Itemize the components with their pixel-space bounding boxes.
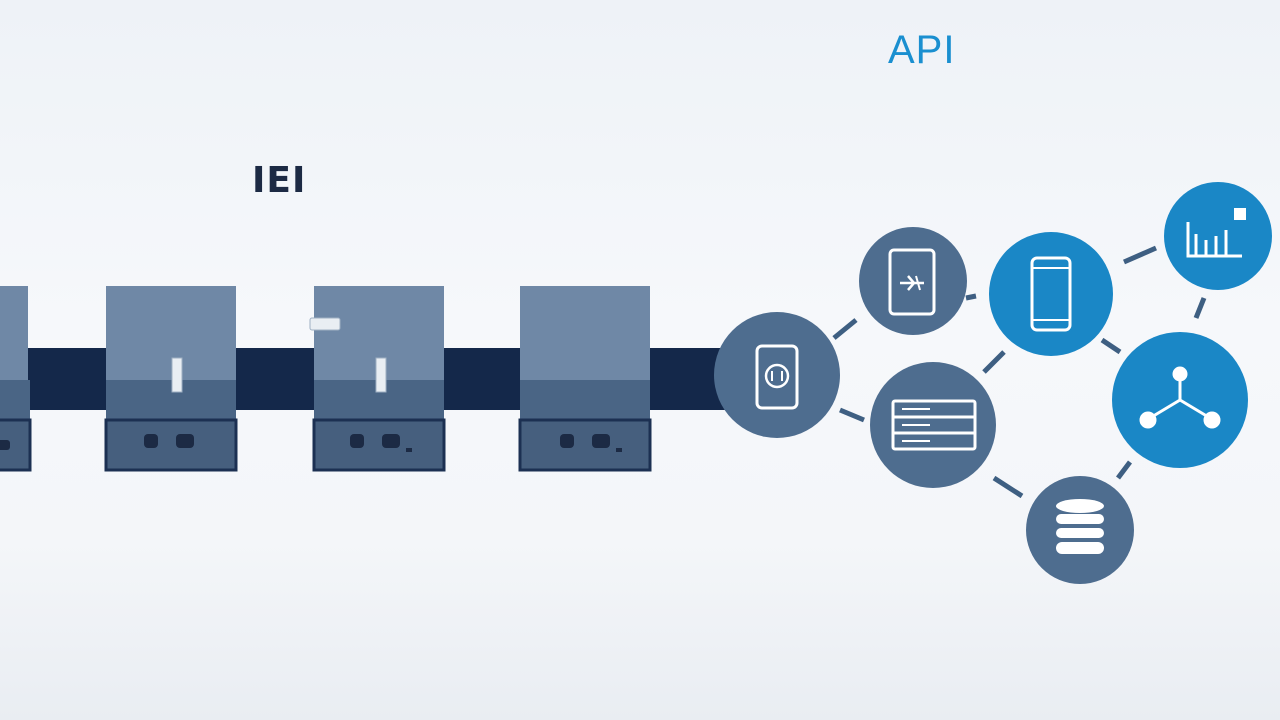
database-icon (1056, 499, 1104, 554)
bar-chart-icon (1186, 208, 1246, 258)
tablet-transfer-icon (888, 248, 936, 316)
tablet-transfer-node (859, 227, 967, 335)
box-port-icon (560, 434, 574, 448)
box-latch-icon (375, 357, 387, 393)
edi-box-1 (104, 286, 238, 472)
edi-label: IEI (252, 160, 307, 201)
connector-line (1116, 460, 1132, 480)
connector-line (965, 293, 977, 301)
server-node (870, 362, 996, 488)
box-latch-icon (171, 357, 183, 393)
connector-line (1193, 297, 1207, 319)
box-port-icon (350, 434, 364, 448)
analytics-node (1164, 182, 1272, 290)
database-node (1026, 476, 1134, 584)
connector-line (1122, 245, 1158, 265)
mobile-app-node (714, 312, 840, 438)
edi-box-2 (309, 286, 446, 472)
connector-line (992, 475, 1024, 499)
box-port-icon (144, 434, 158, 448)
hub-node (1112, 332, 1248, 468)
edi-box-3 (518, 286, 652, 472)
edi-box-partial (0, 286, 32, 472)
connector-line (839, 407, 865, 423)
smartphone-node (989, 232, 1113, 356)
server-rack-icon (891, 399, 977, 451)
api-label: API (888, 28, 956, 72)
api-connectors (832, 245, 1207, 499)
network-hub-icon (1139, 366, 1221, 429)
connector-line (1100, 337, 1122, 355)
phone-app-icon (755, 344, 799, 410)
smartphone-icon (1030, 256, 1072, 332)
box-tag-icon (309, 317, 341, 331)
connector-line (832, 318, 858, 340)
connector-line (982, 350, 1006, 374)
